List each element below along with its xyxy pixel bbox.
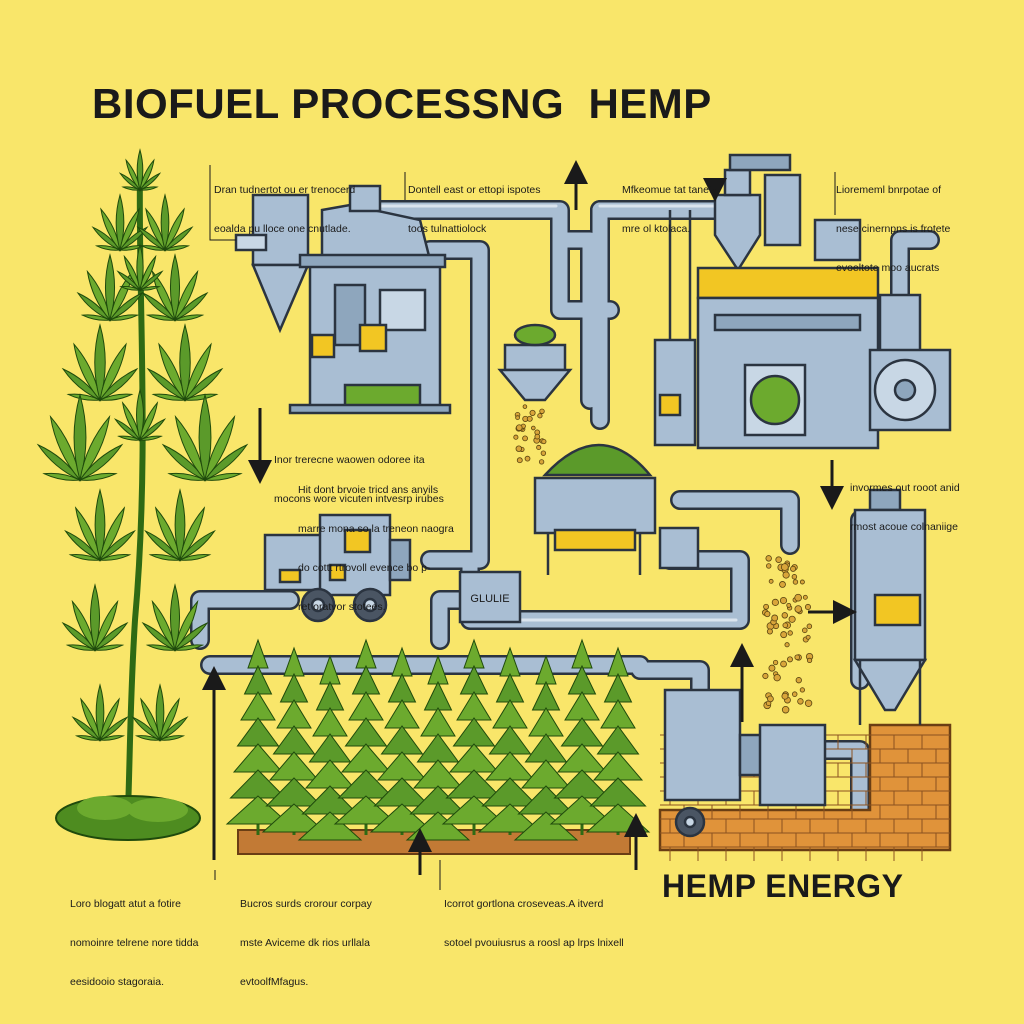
processing-plant [653, 153, 952, 450]
collection-bin [533, 443, 700, 575]
page-title: BIOFUEL PROCESSNG HEMP [92, 80, 712, 127]
note-field-harvest: Bucros surds crorour corpay mste Aviceme… [240, 898, 372, 988]
grain-hopper [497, 323, 573, 402]
leader-lines [209, 165, 836, 890]
note-reactor-output: Inor trerecne waowen odoree ita mocons w… [274, 454, 444, 505]
note-plant-growth: Loro blogatt atut a fotire nomoinre telr… [70, 898, 199, 988]
note-silo-input: invormes out rooot anid rmost acoue coln… [850, 482, 960, 533]
pellet-stream [513, 404, 814, 714]
footer-title: HEMP ENERGY [662, 868, 904, 904]
generator-cart [263, 513, 412, 623]
unit-sign: GLULIE [470, 593, 509, 605]
tall-hemp-plant [36, 148, 249, 841]
note-processing-plant: Liorememl bnrpotae of nese cinernpns is … [836, 184, 951, 274]
reactor-unit [234, 184, 452, 415]
flow-arrows [202, 160, 857, 875]
silo-tower [852, 488, 928, 725]
note-feed-hopper: Dran tudnertot ou er trenocerd eoalda pu… [214, 184, 356, 235]
hemp-field [225, 638, 651, 855]
note-conversion: Icorrot gortlona croseveas.A itverd soto… [444, 898, 624, 949]
utility-box [458, 570, 522, 624]
note-pipeline: Dontell east or ettopi ispotes toos tuln… [408, 184, 541, 235]
note-cyclone: Mfkeomue tat tanety mre ol ktolaca. [622, 184, 718, 235]
note-generator: Hit dont brvoie tricd ans anyils marre m… [298, 484, 454, 613]
furnace-unit [663, 688, 827, 838]
